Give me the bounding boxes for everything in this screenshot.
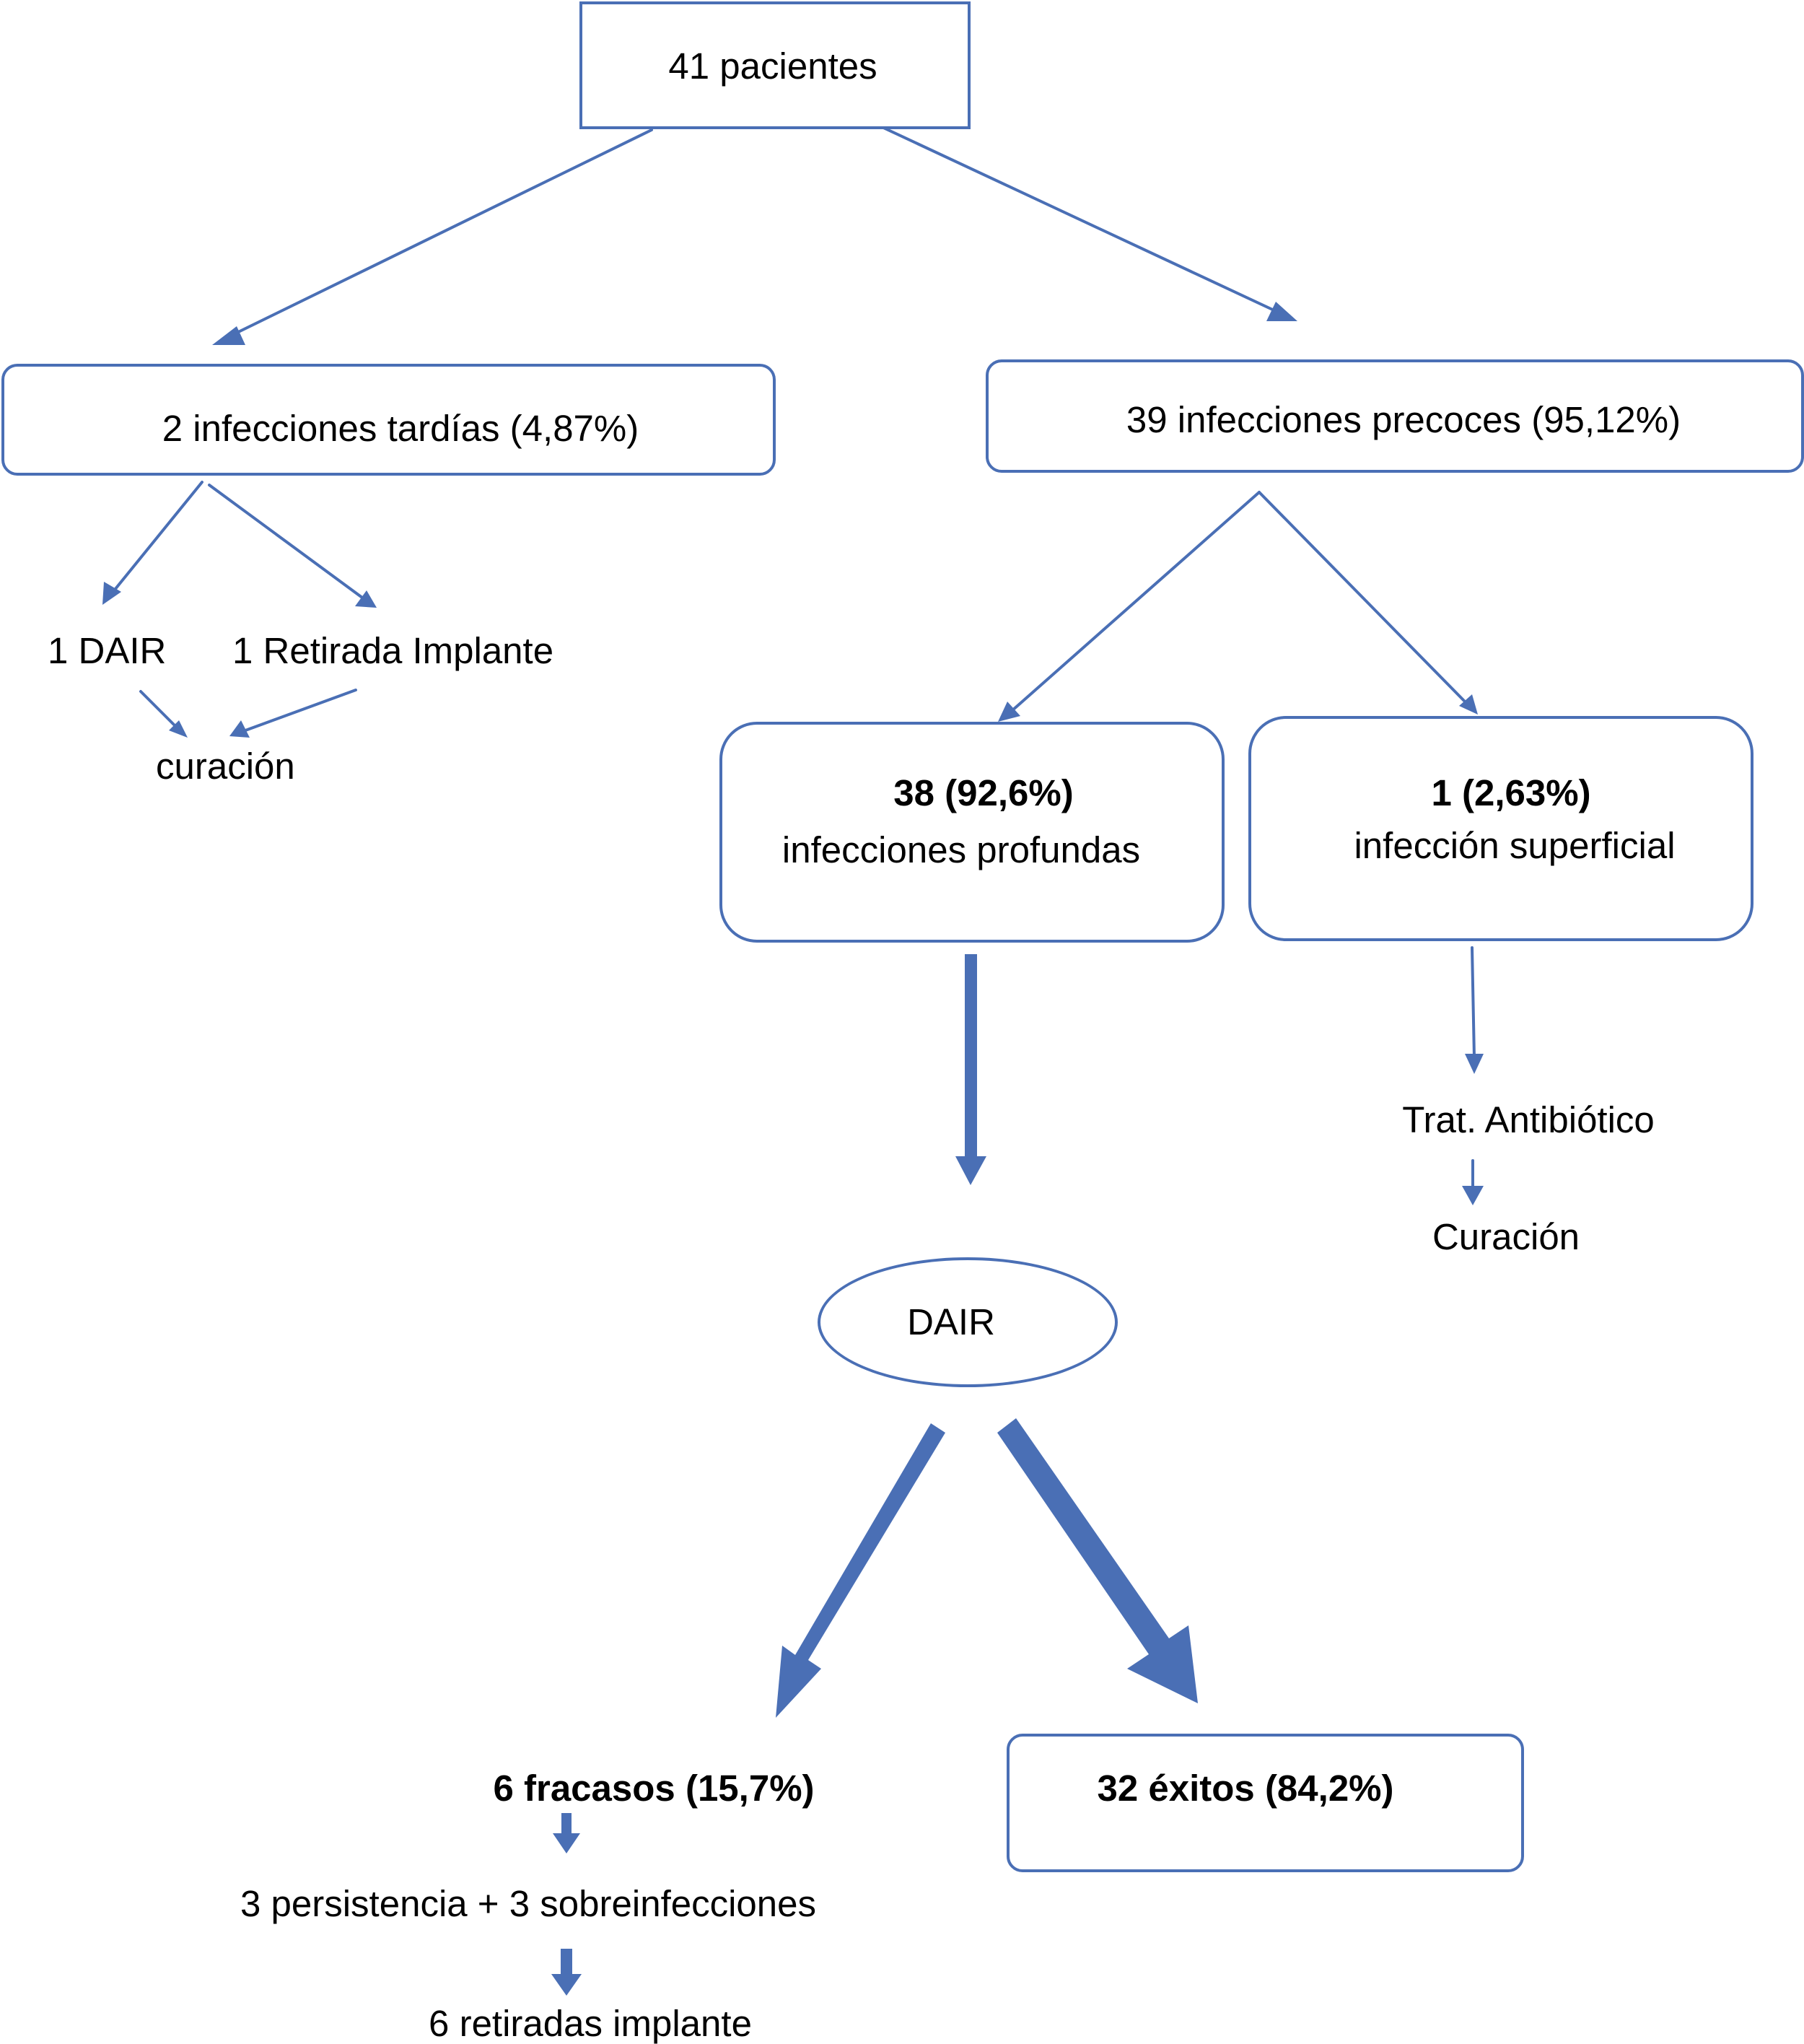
late-dair-label: 1 DAIR: [48, 630, 167, 671]
small-head-failures: [553, 1833, 580, 1853]
deep-infections-box: [719, 722, 1225, 943]
late-infections-label: 2 infecciones tardías (4,87%): [162, 408, 639, 449]
arrowhead-dair: [102, 582, 121, 605]
arrowhead-early: [1266, 302, 1297, 321]
superficial-cure-label: Curación: [1432, 1216, 1580, 1257]
superficial-infection-box: [1248, 716, 1753, 941]
small-head-removals: [551, 1974, 582, 1996]
early-infections-label: 39 infecciones precoces (95,12%): [1126, 399, 1681, 440]
arrow-dair-to-cure: [139, 690, 178, 729]
failures-label: 6 fracasos (15,7%): [493, 1768, 815, 1809]
arrow-late-to-removal: [208, 484, 364, 599]
root-box: [579, 1, 971, 129]
arrowhead-late: [212, 326, 245, 345]
deep-label: infecciones profundas: [781, 829, 1141, 870]
deep-count-label: 38 (92,6%): [893, 772, 1074, 813]
arrow-root-to-late: [229, 128, 653, 337]
arrowhead-cure-left: [169, 720, 188, 738]
arrow-superficial-to-treatment: [1471, 946, 1476, 1059]
antibiotic-treatment-label: Trat. Antibiótico: [1402, 1099, 1655, 1140]
arrow-removal-to-cure: [244, 689, 357, 732]
arrowhead-cure-right: [229, 720, 250, 738]
successes-box: [1007, 1734, 1524, 1872]
small-shaft-failures: [561, 1813, 572, 1836]
arrow-root-to-early: [868, 120, 1279, 313]
late-cure-label: curación: [156, 746, 295, 787]
dair-label: DAIR: [907, 1301, 995, 1342]
dair-ellipse: [818, 1257, 1118, 1387]
arrowhead-deep: [998, 702, 1020, 722]
thick-shaft-deep: [965, 954, 977, 1160]
arrowhead-superficial: [1459, 694, 1478, 715]
failures-detail-label: 3 persistencia + 3 sobreinfecciones: [240, 1883, 817, 1924]
superficial-label: infección superficial: [1354, 825, 1676, 866]
arrowhead-to-cure: [1462, 1186, 1484, 1205]
late-infections-box: [1, 364, 776, 476]
early-infections-box: [986, 359, 1804, 473]
root-label: 41 pacientes: [668, 45, 877, 87]
thick-arrow-to-failures: [776, 1423, 945, 1718]
arrow-early-to-superficial: [1258, 491, 1466, 703]
arrowhead-treatment: [1465, 1054, 1484, 1074]
arrow-early-to-deep: [1010, 491, 1261, 712]
superficial-count-label: 1 (2,63%): [1431, 772, 1591, 813]
arrowhead-removal: [355, 590, 377, 608]
implant-removals-label: 6 retiradas implante: [429, 2003, 752, 2044]
thick-arrow-to-successes: [997, 1418, 1198, 1703]
small-shaft-removals: [561, 1949, 572, 1976]
successes-label: 32 éxitos (84,2%): [1097, 1768, 1394, 1809]
thick-head-deep: [955, 1156, 986, 1185]
late-removal-label: 1 Retirada Implante: [232, 630, 554, 671]
arrow-late-to-dair: [110, 481, 203, 595]
